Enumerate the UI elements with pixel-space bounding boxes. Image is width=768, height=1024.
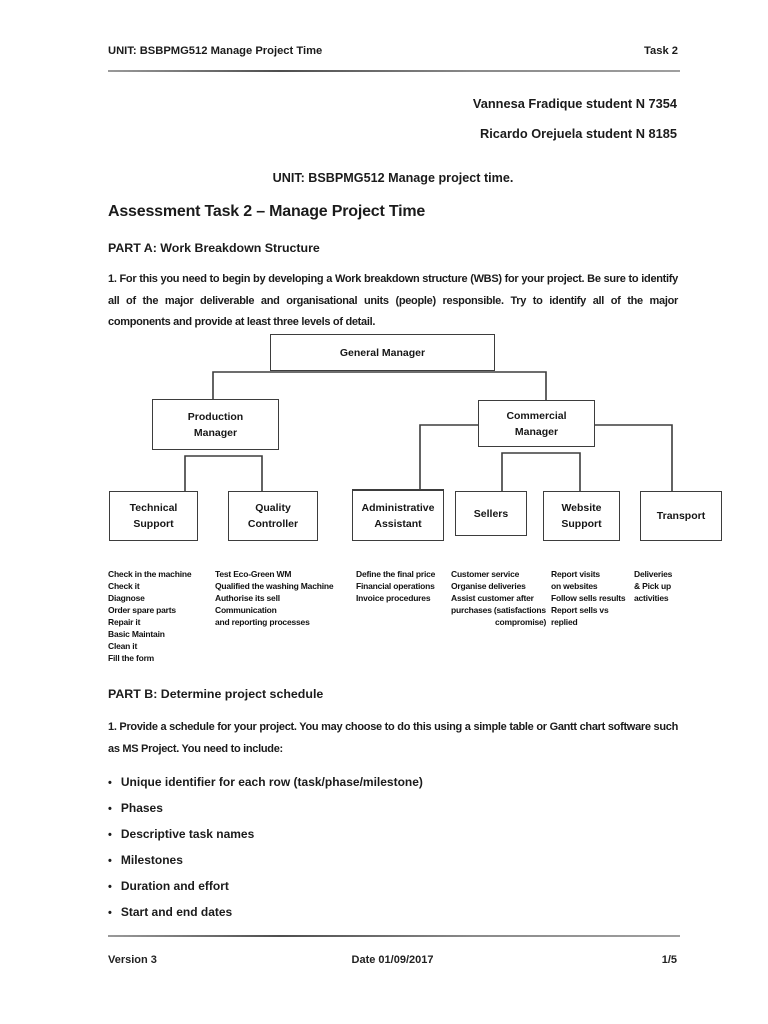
wbs-label-quality-controller: Quality Controller <box>247 502 299 530</box>
header-task-text: Task 2 <box>644 45 678 57</box>
document-title: UNIT: BSBPMG512 Manage project time. <box>272 171 514 185</box>
page-title: Assessment Task 2 – Manage Project Time <box>108 203 426 220</box>
task-item: Report sells vs <box>551 605 609 615</box>
task-item: replied <box>551 617 578 627</box>
wbs-box-commercial-manager: Commercial Manager <box>478 400 595 447</box>
task-item: Fill the form <box>108 653 155 663</box>
task-list-sellers: Customer service Organise deliveries Ass… <box>451 568 546 628</box>
bullet-item: Unique identifier for each row (task/pha… <box>108 776 423 789</box>
wbs-box-website-support: Website Support <box>543 491 620 541</box>
task-item: Financial operations <box>356 581 435 591</box>
wbs-label-transport: Transport <box>656 510 706 522</box>
page-header: UNIT: BSBPMG512 Manage Project Time Task… <box>108 45 678 57</box>
task-item: Clean it <box>108 641 138 651</box>
part-a-heading: PART A: Work Breakdown Structure <box>108 241 320 255</box>
task-item: Organise deliveries <box>451 581 526 591</box>
wbs-label-technical-support: Technical Support <box>129 502 178 530</box>
wbs-box-administrative-assistant: Administrative Assistant <box>352 489 444 541</box>
header-divider <box>108 70 680 72</box>
student-line-2: Ricardo Orejuela student N 8185 <box>480 126 677 141</box>
student-names: Vannesa Fradique student N 7354 Ricardo … <box>473 96 677 156</box>
task-item: Qualified the washing Machine <box>215 581 334 591</box>
bullet-item: Descriptive task names <box>108 828 423 841</box>
task-item: Assist customer after <box>451 593 534 603</box>
task-item: Customer service <box>451 569 520 579</box>
part-b-heading: PART B: Determine project schedule <box>108 687 324 701</box>
page-footer: Version 3 Date 01/09/2017 1/5 <box>108 954 677 966</box>
task-list-quality-controller: Test Eco-Green WM Qualified the washing … <box>215 568 334 628</box>
task-item: Follow sells results <box>551 593 626 603</box>
wbs-label-website-support: Website Support <box>561 502 602 530</box>
part-a-paragraph: 1. For this you need to begin by develop… <box>108 273 678 328</box>
part-b-bullet-list: Unique identifier for each row (task/pha… <box>108 776 423 932</box>
bullet-item: Start and end dates <box>108 906 423 919</box>
task-list-transport: Deliveries & Pick up activities <box>634 568 672 604</box>
wbs-box-technical-support: Technical Support <box>109 491 198 541</box>
wbs-label-administrative-assistant: Administrative Assistant <box>361 501 435 530</box>
task-item: Check in the machine <box>108 569 192 579</box>
part-b-paragraph: 1. Provide a schedule for your project. … <box>108 721 678 755</box>
task-item: Define the final price <box>356 569 436 579</box>
footer-date: Date 01/09/2017 <box>351 954 434 966</box>
task-item: Report visits <box>551 569 600 579</box>
task-item: Check it <box>108 581 140 591</box>
task-item: and reporting processes <box>215 617 310 627</box>
task-item: Repair it <box>108 617 141 627</box>
task-item: Authorise its sell <box>215 593 280 603</box>
task-item: Invoice procedures <box>356 593 431 603</box>
wbs-label-production-manager: Production Manager <box>187 410 244 439</box>
task-item: & Pick up <box>634 581 671 591</box>
task-list-administrative-assistant: Define the final price Financial operati… <box>356 568 435 604</box>
header-unit-text: UNIT: BSBPMG512 Manage Project Time <box>108 45 323 57</box>
task-item: Order spare parts <box>108 605 176 615</box>
task-list-technical-support: Check in the machine Check it Diagnose O… <box>108 568 192 664</box>
task-item: Communication <box>215 605 277 615</box>
task-item: compromise) <box>495 617 547 627</box>
wbs-box-quality-controller: Quality Controller <box>228 491 318 541</box>
wbs-label-commercial-manager: Commercial Manager <box>506 409 567 438</box>
wbs-box-sellers: Sellers <box>455 491 527 536</box>
task-item: Deliveries <box>634 569 673 579</box>
bullet-item: Duration and effort <box>108 880 423 893</box>
task-item: Diagnose <box>108 593 145 603</box>
wbs-label-sellers: Sellers <box>473 507 509 520</box>
task-item: purchases (satisfactions <box>451 605 546 615</box>
footer-page-number: 1/5 <box>661 954 677 966</box>
wbs-box-transport: Transport <box>640 491 722 541</box>
bullet-item: Phases <box>108 802 423 815</box>
wbs-box-production-manager: Production Manager <box>152 399 279 450</box>
task-item: activities <box>634 593 669 603</box>
student-line-1: Vannesa Fradique student N 7354 <box>472 96 677 111</box>
task-item: on websites <box>551 581 598 591</box>
task-item: Test Eco-Green WM <box>215 569 292 579</box>
task-list-website-support: Report visits on websites Follow sells r… <box>551 568 626 628</box>
footer-divider <box>108 935 680 937</box>
wbs-label-general-manager: General Manager <box>339 346 426 359</box>
footer-version: Version 3 <box>108 954 157 966</box>
bullet-item: Milestones <box>108 854 423 867</box>
wbs-box-general-manager: General Manager <box>270 334 495 371</box>
task-item: Basic Maintain <box>108 629 165 639</box>
